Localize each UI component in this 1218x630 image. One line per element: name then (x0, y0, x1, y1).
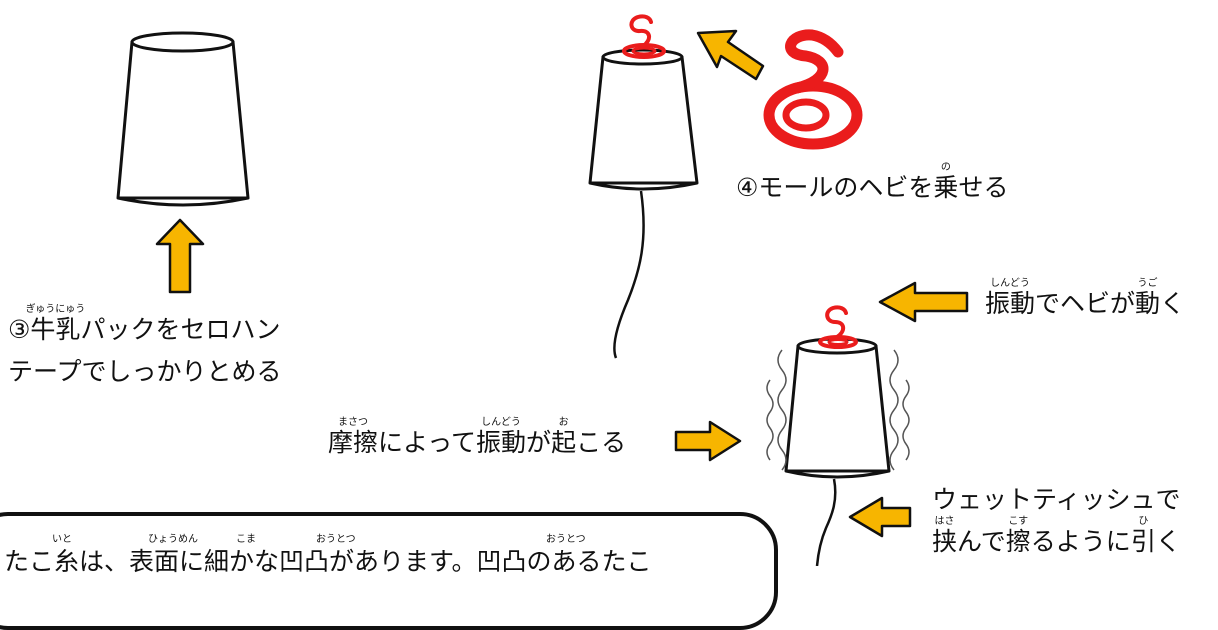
note-ruby-5: おうとつ (546, 534, 586, 545)
snake-moves-label: しんどう振動でヘビがうご動く (985, 278, 1186, 318)
tissue-ruby-2: こす (1008, 516, 1029, 527)
vibration-lines (766, 349, 910, 471)
friction-ruby-2: しんどう (481, 417, 521, 428)
explanation-text: たこ糸は、表面に細かな凹凸があります。凹凸のあるたこ (4, 547, 652, 576)
snake-ruby-1: しんどう (990, 278, 1030, 289)
note-ruby-2: ひょうめん (148, 534, 198, 545)
diagonal-arrow (696, 29, 765, 81)
string-vibrating (815, 478, 837, 566)
tissue-line1: ウェットティッシュで (932, 485, 1181, 514)
small-snake-1 (622, 14, 666, 59)
friction-ruby-3: お (558, 417, 569, 428)
milk-carton-cup-3 (784, 337, 891, 479)
tissue-ruby-3: ひ (1138, 516, 1149, 527)
explanation-box: たこ糸は、表面に細かな凹凸があります。凹凸のあるたこ いと ひょうめん こま お… (0, 512, 778, 630)
up-arrow (155, 218, 205, 294)
step3-ruby: ぎゅうにゅう (25, 304, 86, 315)
milk-carton-cup-1 (116, 31, 250, 207)
milk-carton-cup-2 (588, 48, 699, 191)
snake-ruby-2: うご (1137, 278, 1158, 289)
large-snake (763, 29, 863, 150)
friction-label: まさつ摩擦によってしんどう振動がお起こる (328, 417, 627, 457)
tissue-line2: はさ挟んでこす擦るようにひ引く (932, 516, 1181, 556)
note-ruby-4: おうとつ (316, 534, 356, 545)
string (613, 190, 645, 359)
note-ruby-3: こま (236, 534, 256, 545)
step3-line2: テープでしっかりとめる (8, 357, 282, 386)
step4-ruby: の (940, 162, 951, 173)
note-ruby-1: いと (52, 534, 72, 545)
tissue-ruby-1: はさ (934, 516, 955, 527)
right-arrow-friction (674, 420, 742, 462)
left-arrow-snake (878, 281, 969, 323)
left-arrow-tissue (848, 496, 912, 538)
step4-label: ④モールのヘビをの乗せる (736, 162, 1009, 202)
friction-ruby-1: まさつ (338, 417, 368, 428)
diagram-canvas (116, 14, 969, 566)
small-snake-2 (818, 305, 858, 349)
